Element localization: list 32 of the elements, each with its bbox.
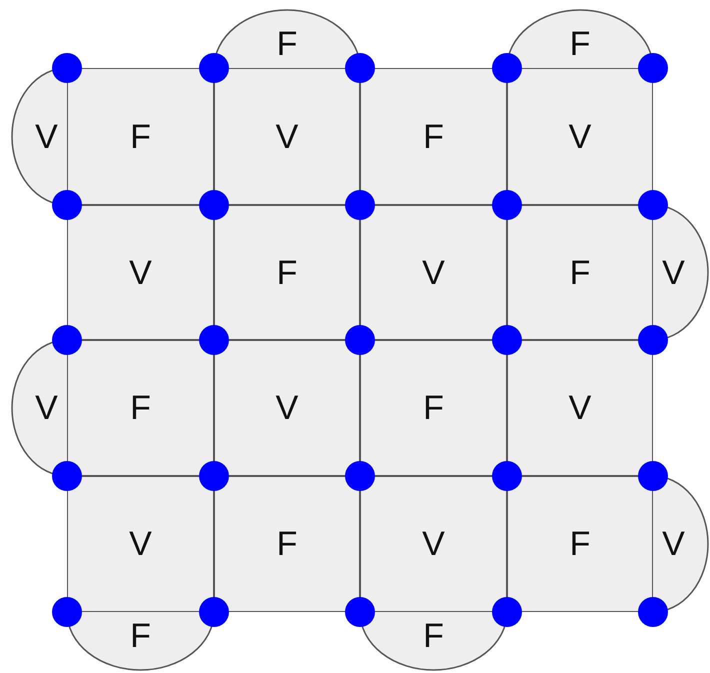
letter-label: V — [568, 391, 592, 425]
letter-label: V — [662, 527, 685, 561]
letter-label: F — [276, 256, 298, 290]
letter-label: F — [570, 27, 590, 61]
letter-label: V — [129, 256, 152, 290]
letter-label: F — [570, 527, 590, 561]
letter-label: F — [130, 391, 151, 425]
letter-label: V — [422, 527, 445, 561]
square-tile — [214, 476, 360, 612]
square-tile — [360, 340, 507, 476]
letter-label: F — [423, 619, 444, 653]
letter-label: V — [276, 391, 298, 425]
letter-label: F — [423, 391, 444, 425]
letter-label: V — [662, 256, 685, 290]
square-tile — [360, 205, 507, 340]
letter-label: V — [35, 120, 58, 154]
letter-label: F — [130, 619, 151, 653]
letter-label: F — [276, 527, 298, 561]
letter-label: F — [423, 120, 444, 154]
letter-label: V — [35, 391, 58, 425]
square-tile — [360, 68, 507, 205]
letter-label: V — [568, 120, 592, 154]
letter-label: V — [276, 120, 298, 154]
letter-label: F — [276, 27, 298, 61]
square-tile — [214, 340, 360, 476]
letter-label: F — [130, 120, 151, 154]
square-tile — [214, 205, 360, 340]
letter-label: V — [422, 256, 445, 290]
square-tile — [67, 205, 214, 340]
letter-label: F — [570, 256, 590, 290]
letter-label: V — [129, 527, 152, 561]
square-tile — [507, 340, 653, 476]
